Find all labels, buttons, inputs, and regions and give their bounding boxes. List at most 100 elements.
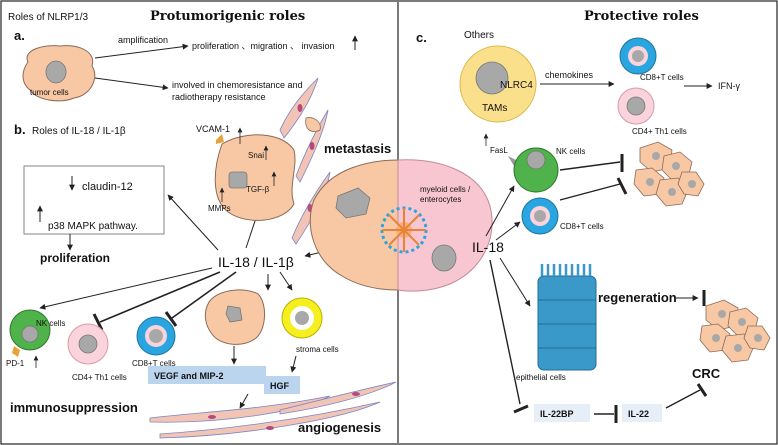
- central-tumor-half: [309, 159, 399, 291]
- th1-cell-left-nucleus: [78, 334, 98, 354]
- fasl-label: FasL: [490, 146, 508, 155]
- tam-cell-nucleus: [475, 61, 509, 95]
- arrow-to-stroma: [279, 271, 293, 291]
- vessel-cell-2: [159, 401, 381, 439]
- nk-cell-left-nucleus: [21, 325, 39, 343]
- il18-center-label: IL-18 / IL-1β: [218, 254, 294, 270]
- cd8-cell-top-nucleus: [632, 50, 644, 62]
- enterocytes-label: enterocytes: [420, 195, 461, 204]
- inflammasome: [380, 206, 428, 254]
- pathway-box: [23, 165, 165, 235]
- central-myeloid-half: [397, 159, 493, 292]
- vessel-cell-1: [149, 395, 331, 423]
- inhibit-th1-line: [99, 271, 221, 323]
- arrow-to-pathway: [167, 194, 219, 251]
- inhibit-crc-bar: [696, 383, 708, 397]
- inhibit-crc-line: [665, 389, 701, 409]
- tumor-cluster-bottom: [699, 299, 771, 363]
- arrow-to-hgf: [290, 355, 297, 373]
- small-tumor-cell: [305, 117, 321, 132]
- stroma-cell-nucleus: [295, 311, 309, 325]
- cd8-top-label: CD8+T cells: [640, 73, 684, 82]
- myeloid-label: myeloid cells /: [420, 185, 471, 194]
- arrow-to-cd8-right: [495, 221, 521, 241]
- protective-title: Protective roles: [584, 9, 699, 24]
- il18-heading: Roles of IL-18 / IL-1β: [32, 126, 126, 137]
- cd8-cell-right-nucleus: [534, 210, 546, 222]
- panel-c-letter: c.: [416, 30, 427, 45]
- cd4-top-label: CD4+ Th1 cells: [632, 127, 687, 136]
- inhibit-th1-bar: [92, 313, 104, 331]
- inflammasome-spokes: [382, 208, 426, 252]
- arrow-to-effects: [94, 43, 189, 59]
- metastatic-cell: [214, 134, 296, 221]
- arrow-to-vessels: [239, 393, 249, 409]
- panel-a-letter: a.: [14, 28, 25, 43]
- ifn-label: IFN-γ: [718, 81, 740, 91]
- resistance-line2: radiotherapy resistance: [172, 92, 266, 102]
- tumor-cluster-top: [633, 141, 705, 207]
- epithelial-label: epithelial cells: [516, 373, 566, 382]
- vegf-label: VEGF and MIP-2: [154, 371, 224, 381]
- central-tumor-nucleus: [335, 187, 371, 219]
- arrow-to-resistance: [94, 77, 169, 91]
- vessel-cell-2-nucleus: [266, 426, 274, 430]
- vcam-label: VCAM-1: [196, 124, 230, 134]
- cd8-cell-left-nucleus: [149, 329, 163, 343]
- proliferation-label: proliferation: [40, 251, 110, 265]
- pd1-receptor: [12, 346, 20, 357]
- secreting-cell-nucleus: [225, 305, 243, 323]
- resistance-line1: involved in chemoresistance and: [172, 80, 303, 90]
- migrating-cell-2-nucleus: [309, 142, 315, 150]
- inhibit-cd8-right-line: [559, 183, 621, 201]
- effects-label: proliferation 、migration 、 invasion: [192, 41, 335, 51]
- nk-cells-label-right: NK cells: [556, 147, 585, 156]
- panel-b-letter: b.: [14, 122, 26, 137]
- p38-label: p38 MAPK pathway.: [48, 221, 138, 232]
- nk-cell-right: [513, 147, 559, 193]
- central-myeloid-nucleus: [431, 244, 457, 272]
- hgf-label: HGF: [270, 381, 290, 391]
- vegf-box: [148, 366, 266, 384]
- crc-label: CRC: [692, 366, 721, 381]
- inhibit-nk-line: [559, 161, 621, 171]
- regeneration-label: regeneration: [598, 290, 677, 305]
- cd4-th1-label-left: CD4+ Th1 cells: [72, 373, 127, 382]
- amplification-label: amplification: [118, 35, 168, 45]
- pd1-label: PD-1: [6, 359, 25, 368]
- others-label: Others: [464, 30, 494, 41]
- epithelial-layer: [537, 264, 597, 371]
- vessel-cell-1-nucleus: [208, 415, 216, 419]
- migrating-cell-1-nucleus: [297, 104, 303, 112]
- cd8-mid-label: CD8+T cells: [560, 222, 604, 231]
- inhibit-il22bp-bar: [513, 404, 529, 414]
- claudin-label: claudin-12: [82, 181, 133, 193]
- inhibit-il22bp-line: [489, 259, 521, 405]
- metastasis-label: metastasis: [324, 141, 391, 156]
- angiogenesis-label: angiogenesis: [298, 420, 381, 435]
- il18-right-label: IL-18: [472, 239, 504, 255]
- nlrp-heading: Roles of NLRP1/3: [8, 12, 88, 23]
- hgf-box: [264, 376, 300, 394]
- chemokines-label: chemokines: [545, 70, 594, 80]
- mmps-label: MMPs: [208, 204, 231, 213]
- tams-label: TAMs: [482, 103, 507, 114]
- fasl-receptor: [508, 156, 516, 166]
- vcam-receptor: [216, 134, 224, 144]
- tumor-cells-label: tumor cells: [30, 88, 69, 97]
- il22bp-box: [534, 404, 590, 422]
- il22-box: [622, 404, 662, 422]
- arrow-to-epithelial: [499, 257, 531, 307]
- inhibit-cd8-line: [171, 271, 237, 319]
- vessel-cell-3: [279, 381, 397, 415]
- cd8-label-left: CD8+T cells: [132, 359, 176, 368]
- arrow-to-nk: [39, 267, 213, 310]
- stroma-cells-label: stroma cells: [296, 345, 339, 354]
- nk-cells-label-left: NK cells: [36, 319, 65, 328]
- il22-label: IL-22: [628, 409, 649, 419]
- protumorigenic-title: Protumorigenic roles: [150, 9, 305, 24]
- tumor-cell-a-nucleus: [45, 60, 67, 84]
